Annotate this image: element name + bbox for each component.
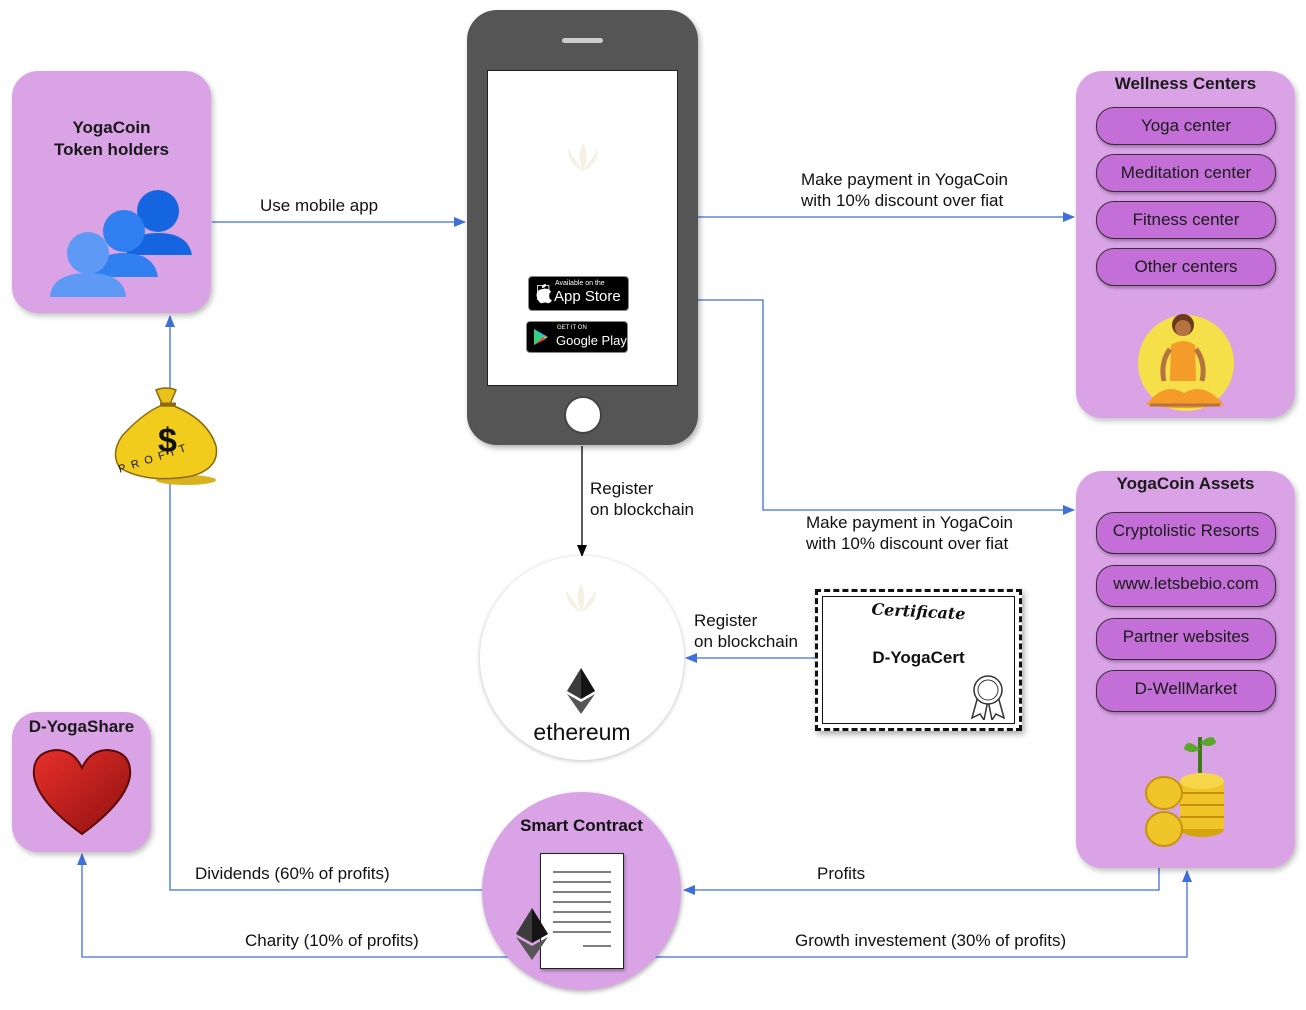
label-pay-wellness-1: Make payment in YogaCoin	[801, 170, 1008, 189]
users-group-icon	[50, 190, 192, 297]
phone-home-button	[564, 396, 602, 434]
contract-document-icon	[540, 853, 624, 969]
money-bag-symbol: $	[158, 422, 177, 460]
ethereum-diamond-icon-2	[516, 908, 548, 960]
wellness-item-meditation[interactable]: Meditation center	[1096, 154, 1276, 192]
wellness-item-yoga[interactable]: Yoga center	[1096, 107, 1276, 145]
token-holders-panel: YogaCoin Token holders	[12, 71, 211, 313]
label-use-app: Use mobile app	[260, 196, 379, 215]
apple-logo-icon	[536, 284, 552, 304]
asset-item-letsbebio[interactable]: www.letsbebio.com	[1096, 565, 1276, 607]
wellness-item-fitness[interactable]: Fitness center	[1096, 201, 1276, 239]
label-dividends: Dividends (60% of profits)	[195, 864, 390, 883]
yogacoin-assets-title: YogaCoin Assets	[1116, 474, 1255, 493]
lotus-watermark-icon	[568, 142, 598, 171]
asset-item-cryptolistic[interactable]: Cryptolistic Resorts	[1096, 512, 1276, 554]
edge-profits	[683, 868, 1160, 895]
heart-icon	[32, 748, 132, 836]
d-yogashare-title: D-YogaShare	[28, 717, 135, 736]
coins-plant-icon	[1145, 737, 1224, 847]
label-charity: Charity (10% of profits)	[245, 931, 419, 950]
smart-contract-node: Smart Contract	[482, 792, 681, 990]
phone-screen:  Available on the App Store GET IT ON G…	[487, 70, 678, 386]
ethereum-label: ethereum	[533, 719, 631, 745]
label-pay-assets-2: with 10% discount over fiat	[806, 534, 1009, 553]
certificate-name: D-YogaCert	[872, 648, 965, 667]
smart-contract-title: Smart Contract	[520, 816, 643, 835]
ribbon-seal-icon	[970, 675, 1006, 720]
label-profits: Profits	[817, 864, 866, 883]
label-register-app-1: Register	[590, 479, 654, 498]
edge-pay-assets	[698, 299, 1075, 515]
play-triangle-icon	[534, 329, 548, 345]
app-store-big-text: App Store	[554, 288, 621, 305]
token-holders-title-line2: Token holders	[54, 140, 169, 159]
money-bag-icon: $ PROFIT	[114, 387, 218, 485]
wellness-centers-panel: Wellness Centers Yoga center Meditation …	[1076, 71, 1295, 418]
edge-growth	[655, 870, 1192, 958]
mobile-phone:  Available on the App Store GET IT ON G…	[467, 10, 698, 445]
wellness-centers-title: Wellness Centers	[1114, 74, 1257, 93]
label-register-app-2: on blockchain	[590, 500, 694, 519]
ethereum-node: ethereum	[480, 556, 684, 760]
asset-item-partner[interactable]: Partner websites	[1096, 618, 1276, 660]
app-store-small-text: Available on the	[555, 280, 605, 287]
edge-dividends	[165, 315, 482, 891]
d-yogashare-panel: D-YogaShare	[12, 712, 151, 852]
yogacoin-assets-panel: YogaCoin Assets Cryptolistic Resorts www…	[1076, 471, 1295, 868]
edge-charity	[77, 853, 510, 958]
asset-item-dwellmarket[interactable]: D-WellMarket	[1096, 670, 1276, 712]
google-play-badge[interactable]: GET IT ON Google Play	[526, 321, 628, 353]
label-pay-assets-1: Make payment in YogaCoin	[806, 513, 1013, 532]
label-pay-wellness-2: with 10% discount over fiat	[801, 191, 1004, 210]
meditating-woman-icon	[1138, 314, 1234, 411]
phone-speaker	[562, 38, 603, 43]
label-growth: Growth investement (30% of profits)	[795, 931, 1067, 950]
app-store-badge[interactable]:  Available on the App Store	[528, 276, 629, 311]
token-holders-title-line1: YogaCoin	[72, 118, 151, 137]
google-play-small-text: GET IT ON	[557, 325, 587, 331]
wellness-item-other[interactable]: Other centers	[1096, 248, 1276, 286]
google-play-big-text: Google Play	[556, 333, 627, 348]
ethereum-diamond-icon	[567, 668, 595, 714]
certificate: Certificate D-YogaCert	[815, 589, 1022, 731]
lotus-watermark-icon-2	[566, 583, 596, 612]
label-register-cert-1: Register	[694, 611, 758, 630]
label-register-cert-2: on blockchain	[694, 632, 798, 651]
certificate-heading: Certificate	[871, 599, 966, 624]
